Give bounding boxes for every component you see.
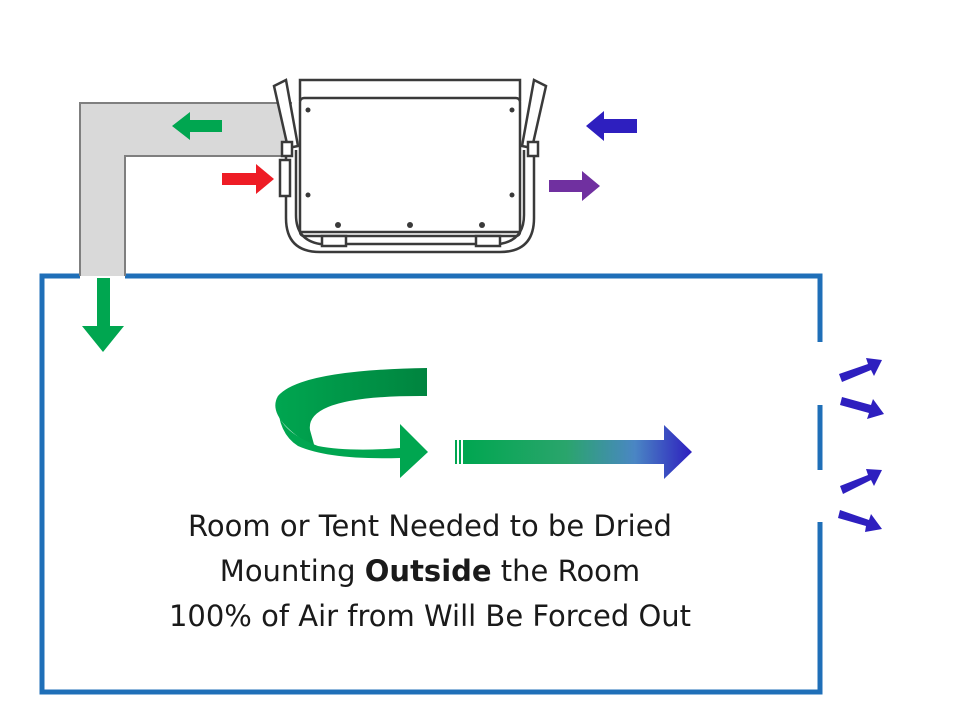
curved-circular-arrow-icon <box>275 368 428 478</box>
airflow-statement: 100% of Air from Will Be Forced Out <box>168 599 692 633</box>
mounting-prefix: Mounting <box>219 554 365 588</box>
dehumidifier-unit-icon <box>272 78 548 254</box>
caption-line-3: 100% of Air from Will Be Forced Out <box>40 602 820 631</box>
duct-airflow-arrow <box>172 112 222 140</box>
exhaust-duct <box>80 103 292 276</box>
exit-arrow <box>838 510 882 532</box>
caption-line-1: Room or Tent Needed to be Dried <box>40 512 820 541</box>
exit-arrow <box>839 358 882 382</box>
air-exit-flow-arrow <box>455 425 692 479</box>
mounting-emphasis: Outside <box>364 554 492 588</box>
intake-arrow-red <box>222 164 274 194</box>
room-wall <box>39 273 823 695</box>
room-outline <box>39 273 823 695</box>
room-wall <box>125 273 823 342</box>
exit-arrow <box>840 397 884 419</box>
exhaust-arrow-purple <box>549 171 600 201</box>
room-description: Room or Tent Needed to be Dried <box>188 509 672 543</box>
duct-outline <box>79 102 292 276</box>
inflow-arrow-down <box>82 278 124 352</box>
exit-arrow <box>840 469 882 494</box>
mounting-suffix: the Room <box>491 554 641 588</box>
caption-line-2: Mounting Outside the Room <box>40 557 820 586</box>
exhaust-vent-arrows <box>838 358 884 532</box>
intake-arrow-blue <box>586 111 637 141</box>
